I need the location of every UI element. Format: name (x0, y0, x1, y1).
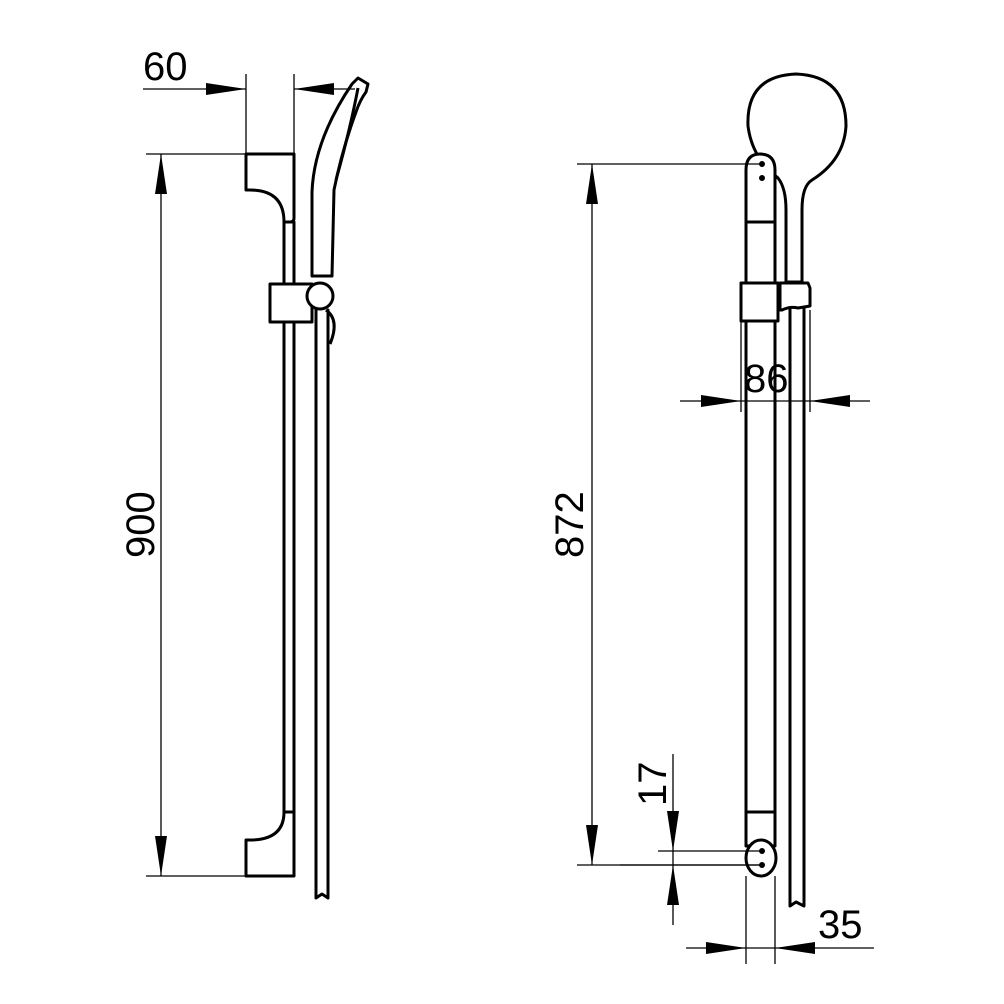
dimension-label-86: 86 (744, 357, 789, 401)
top-bracket (244, 152, 296, 224)
slider (739, 281, 780, 323)
holder-clip (325, 308, 336, 345)
dimension-35: 35 (686, 876, 874, 964)
dimension-label-60: 60 (143, 45, 188, 89)
hand-shower (310, 76, 370, 278)
side-view: 60 900 (119, 45, 370, 900)
fixing-hole (759, 175, 765, 181)
bottom-bracket (744, 838, 778, 878)
hose (314, 308, 330, 900)
holder (778, 281, 812, 312)
dimension-label-17: 17 (631, 762, 675, 807)
front-view: 872 86 17 35 (548, 72, 874, 964)
hand-shower-face (334, 87, 360, 181)
dimension-label-35: 35 (818, 903, 863, 947)
bottom-bracket-stem (744, 810, 777, 848)
dimension-86: 86 (680, 310, 870, 412)
dimension-label-900: 900 (119, 491, 163, 558)
rail (744, 184, 777, 814)
dimension-17: 17 (620, 754, 762, 925)
dimension-900: 900 (119, 153, 246, 877)
holder-ball (305, 281, 335, 311)
slider (268, 282, 314, 324)
dimension-60: 60 (143, 45, 355, 154)
dimension-872: 872 (548, 163, 762, 866)
top-bracket (744, 152, 777, 224)
bottom-bracket (244, 810, 296, 878)
hose (788, 298, 806, 908)
dimension-label-872: 872 (548, 491, 592, 558)
